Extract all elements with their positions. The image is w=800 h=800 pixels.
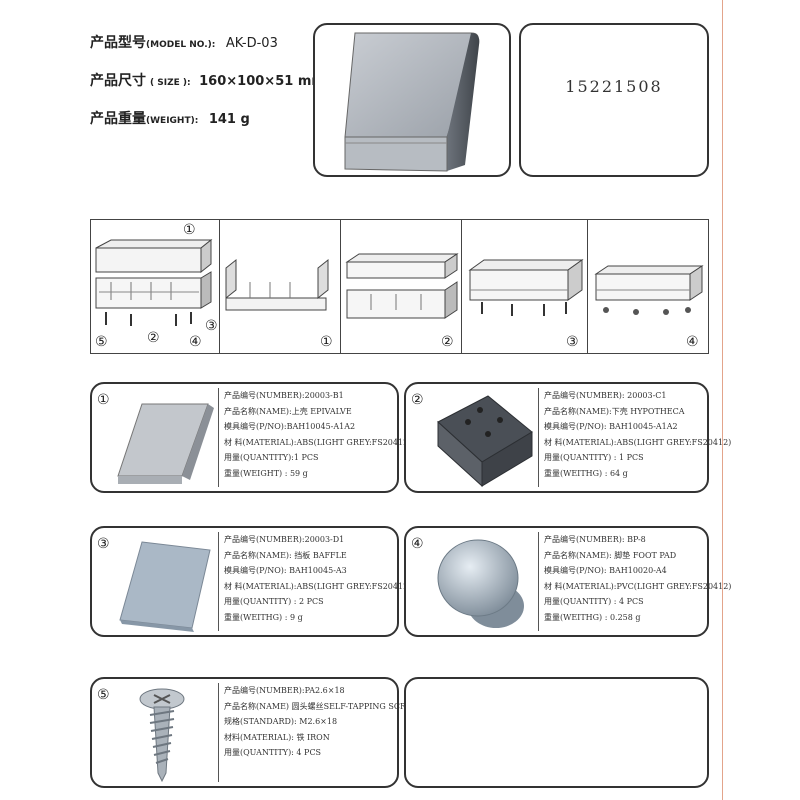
part-4-line: 产品名称(NAME): 脚垫 FOOT PAD	[544, 550, 677, 560]
lower-shell-render	[437, 395, 533, 488]
model-label-cn: 产品型号	[90, 35, 146, 51]
part-2-line: 用量(QUANTITY) : 1 PCS	[544, 453, 644, 462]
part-3-number: ③	[97, 536, 110, 552]
part-1-divider	[218, 388, 219, 487]
callout-3: ③	[205, 318, 218, 334]
model-label-en: (MODEL NO.):	[146, 40, 216, 50]
assembly-cell-4: ④	[588, 220, 708, 353]
callout-5: ⑤	[95, 334, 108, 350]
step-1-render	[225, 258, 329, 311]
weight-value: 141 g	[208, 112, 250, 127]
callout-1: ①	[183, 222, 196, 238]
part-5-line: 材料(MATERIAL): 铁 IRON	[224, 732, 330, 742]
part-3-line: 重量(WEITHG) : 9 g	[224, 612, 303, 622]
size-value: 160×100×51 mm	[199, 74, 325, 89]
product-image-box	[313, 23, 511, 177]
upper-shell-render	[117, 403, 214, 484]
part-4-info: 产品编号(NUMBER): BP-8 产品名称(NAME): 脚垫 FOOT P…	[544, 532, 731, 625]
part-2-number: ②	[411, 392, 424, 408]
part-card-5: ⑤ 产品编号(NUMBER):PA2.6×18 产品名称(NAME) 圆头螺丝S…	[90, 677, 420, 788]
baffle-render	[119, 541, 211, 632]
part-1-line: 产品编号(NUMBER):20003-B1	[224, 391, 344, 400]
callout-2: ②	[147, 330, 160, 346]
step-4-label: ④	[686, 334, 699, 350]
part-1-number: ①	[97, 392, 110, 408]
part-1-line: 模具编号(P/NO):BAH10045-A1A2	[224, 422, 356, 431]
assembly-cell-2: ②	[341, 220, 462, 353]
part-3-line: 产品名称(NAME): 挡板 BAFFLE	[224, 550, 347, 560]
step-2-label: ②	[441, 334, 454, 350]
product-code: 15221508	[565, 77, 663, 96]
step-2-render	[345, 253, 459, 319]
part-2-info: 产品编号(NUMBER): 20003-C1 产品名称(NAME):下壳 HYP…	[544, 388, 731, 481]
model-value: AK-D-03	[225, 36, 278, 51]
part-4-line: 产品编号(NUMBER): BP-8	[544, 535, 646, 544]
part-3-divider	[218, 532, 219, 631]
part-1-line: 用量(QUANTITY):1 PCS	[224, 453, 319, 462]
part-1-line: 产品名称(NAME):上壳 EPIVALVE	[224, 406, 352, 416]
part-4-line: 材 料(MATERIAL):PVC(LIGHT GREY:FS20412)	[544, 581, 732, 591]
part-3-line: 产品编号(NUMBER):20003-D1	[224, 535, 345, 544]
code-box: 15221508	[519, 23, 709, 177]
size-label-cn: 产品尺寸	[90, 73, 146, 89]
spec-weight: 产品重量(WEIGHT): 141 g	[90, 108, 250, 128]
step-3-label: ③	[566, 334, 579, 350]
part-card-2: ② 产品编号(NUMBER): 20003-C1 产品名称(NAME):下壳 H…	[404, 382, 731, 493]
assembly-strip: ① ② ③ ④ ⑤ ① ② ③	[90, 219, 709, 354]
part-4-line: 用量(QUANTITY) : 4 PCS	[544, 597, 644, 606]
step-1-label: ①	[320, 334, 333, 350]
part-3-line: 材 料(MATERIAL):ABS(LIGHT GREY:FS20412)	[224, 581, 412, 591]
assembly-cell-3: ③	[462, 220, 588, 353]
part-4-number: ④	[411, 536, 424, 552]
screw-render	[139, 688, 185, 783]
part-5-divider	[218, 683, 219, 782]
step-3-render	[468, 259, 584, 316]
part-4-divider	[538, 532, 539, 631]
spec-size: 产品尺寸 ( SIZE ): 160×100×51 mm	[90, 70, 325, 90]
part-4-line: 模具编号(P/NO): BAH10020-A4	[544, 566, 667, 575]
part-5-line: 规格(STANDARD): M2.6×18	[224, 717, 338, 726]
part-1-line: 材 料(MATERIAL):ABS(LIGHT GREY:FS20412)	[224, 437, 412, 447]
part-1-line: 重量(WEIGHT) : 59 g	[224, 468, 308, 478]
part-3-info: 产品编号(NUMBER):20003-D1 产品名称(NAME): 挡板 BAF…	[224, 532, 411, 625]
step-4-render	[594, 265, 704, 315]
part-card-1: ① 产品编号(NUMBER):20003-B1 产品名称(NAME):上壳 EP…	[90, 382, 411, 493]
part-2-line: 产品名称(NAME):下壳 HYPOTHECA	[544, 406, 685, 416]
part-5-number: ⑤	[97, 687, 110, 703]
part-2-line: 产品编号(NUMBER): 20003-C1	[544, 391, 667, 400]
weight-label-en: (WEIGHT):	[146, 116, 199, 126]
weight-label-cn: 产品重量	[90, 111, 146, 127]
part-5-info: 产品编号(NUMBER):PA2.6×18 产品名称(NAME) 圆头螺丝SEL…	[224, 683, 420, 761]
part-3-line: 模具编号(P/NO): BAH10045-A3	[224, 566, 347, 575]
assembly-cell-exploded: ① ② ③ ④ ⑤	[91, 220, 220, 353]
part-2-line: 重量(WEITHG) : 64 g	[544, 468, 628, 478]
exploded-view-render	[95, 238, 213, 326]
part-4-line: 重量(WEITHG) : 0.258 g	[544, 612, 641, 622]
part-2-divider	[538, 388, 539, 487]
part-1-info: 产品编号(NUMBER):20003-B1 产品名称(NAME):上壳 EPIV…	[224, 388, 411, 481]
spec-model: 产品型号(MODEL NO.): AK-D-03	[90, 32, 278, 52]
part-5-line: 产品名称(NAME) 圆头螺丝SELF-TAPPING SCREW	[224, 701, 421, 711]
assembly-cell-1: ①	[220, 220, 341, 353]
part-5-line: 用量(QUANTITY): 4 PCS	[224, 748, 322, 757]
page-edge-line	[722, 0, 723, 800]
part-card-4: ④ 产品编号(NUMBER): BP-8 产品名称(NAME): 脚垫 FOOT…	[404, 526, 731, 637]
part-card-3: ③ 产品编号(NUMBER):20003-D1 产品名称(NAME): 挡板 B…	[90, 526, 411, 637]
enclosure-render	[344, 32, 480, 172]
size-label-en: ( SIZE ):	[150, 78, 191, 88]
empty-card	[404, 677, 709, 788]
foot-pad-render	[437, 539, 524, 628]
callout-4: ④	[189, 334, 202, 350]
part-5-line: 产品编号(NUMBER):PA2.6×18	[224, 686, 345, 695]
part-2-line: 模具编号(P/NO): BAH10045-A1A2	[544, 422, 678, 431]
part-2-line: 材 料(MATERIAL):ABS(LIGHT GREY:FS20412)	[544, 437, 732, 447]
part-3-line: 用量(QUANTITY) : 2 PCS	[224, 597, 324, 606]
